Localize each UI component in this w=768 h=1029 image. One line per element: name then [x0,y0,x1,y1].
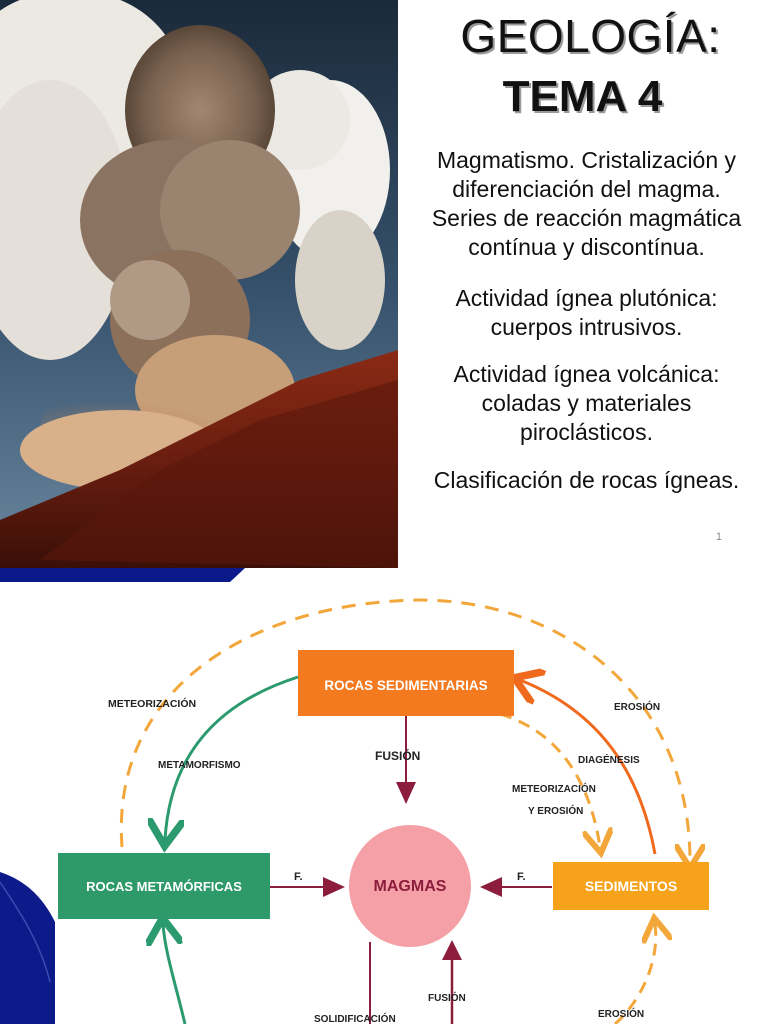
volcano-eruption-image [0,0,398,568]
rock-cycle-svg: ROCAS SEDIMENTARIAS ROCAS METAMÓRFICAS M… [0,598,709,1026]
label-metamorfismo: METAMORFISMO [158,760,241,771]
circle-label: MAGMAS [374,878,447,895]
slide-text-panel: GEOLOGÍA: TEMA 4 Magmatismo. Cristalizac… [405,0,768,568]
page-number: 1 [715,531,722,543]
circle-magmas [349,825,471,947]
arrow-metamorfismo [165,675,299,840]
slide-title-line2: TEMA 4 [502,72,663,121]
text-line: diferenciación del magma. [452,176,721,202]
arrow-fusion-top [396,782,416,804]
text-line: Actividad ígnea plutónica: [455,285,718,311]
label-solidificacion: SOLIDIFICACIÓN [314,1012,396,1024]
box-sedimentos [553,862,709,910]
volcano-photo [0,0,398,568]
box-label: ROCAS SEDIMENTARIAS [324,678,487,693]
dashed-arrow-erosion-bottom [614,924,656,1026]
dashed-arc-top [119,598,690,862]
slide-edge-decoration [0,568,245,582]
rock-cycle-diagram: ROCAS SEDIMENTARIAS ROCAS METAMÓRFICAS M… [0,582,768,1026]
paragraph-clasificacion: Clasificación de rocas ígneas. [405,466,768,495]
label-meteorizacion: METEORIZACIÓN [108,697,196,710]
text-line: Series de reacción magmática [431,205,742,231]
label-fusion-top: FUSIÓN [375,748,420,763]
box-rocas-sedimentarias [298,650,514,716]
text-line: Magmatismo. Cristalización y [436,147,737,173]
arrow-fusion-bottom [442,940,462,960]
label-erosion-top: EROSIÓN [614,700,660,713]
arrow-f-left [323,877,345,897]
box-rocas-metamorficas [58,853,270,919]
text-line: Clasificación de rocas ígneas. [433,467,740,493]
text-line: cuerpos intrusivos. [490,314,683,340]
slide-title-line1: GEOLOGÍA: [460,10,721,62]
text-line: piroclásticos. [520,419,653,445]
label-diagenesis: DIAGÉNESIS [578,753,640,766]
label-meteorizacion-y-2: Y EROSIÓN [528,804,583,817]
label-f-right: F. [517,871,526,883]
arrow-diagenesis [520,680,657,855]
paragraph-plutonica: Actividad ígnea plutónica: cuerpos intru… [405,284,768,342]
text-line: coladas y materiales [481,390,692,416]
box-label: ROCAS METAMÓRFICAS [86,879,242,894]
slide-corner-decoration [0,872,55,1024]
paragraph-volcanica: Actividad ígnea volcánica: coladas y mat… [405,360,768,447]
label-fusion-bottom: FUSIÓN [428,991,466,1004]
text-line: contínua y discontínua. [468,234,705,260]
label-f-left: F. [294,871,303,883]
label-erosion-bottom: EROSIÓN [598,1007,644,1020]
arrow-f-right [480,877,502,897]
text-line: Actividad ígnea volcánica: [453,361,720,387]
box-label: SEDIMENTOS [585,878,677,894]
dashed-arrow-meteorizacion [499,712,600,847]
separator-strip [0,568,768,582]
arrow-green-up [163,924,187,1025]
label-meteorizacion-y-1: METEORIZACIÓN [512,782,596,795]
paragraph-magmatismo: Magmatismo. Cristalización y diferenciac… [405,146,768,262]
